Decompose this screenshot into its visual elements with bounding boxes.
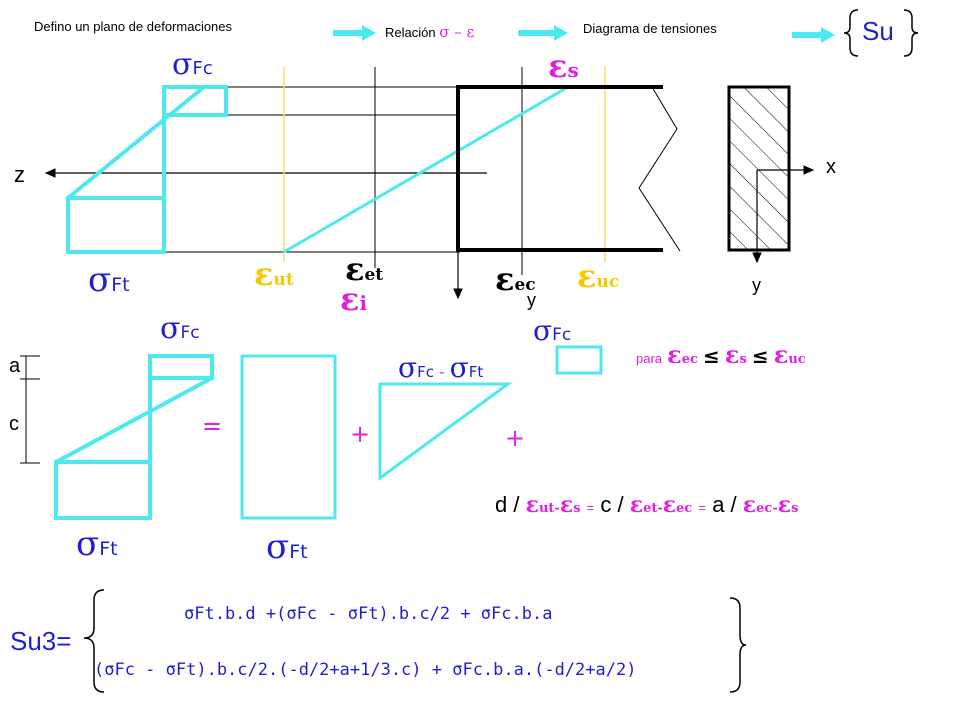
header-arrow-1	[333, 25, 376, 41]
sigma-ft-top: σFt	[88, 260, 130, 300]
eps-i-label: εi	[340, 280, 368, 318]
eps-s-label: εs	[548, 47, 579, 85]
plus-sign-1: +	[350, 420, 371, 448]
header-step-2-label: Relación	[385, 25, 436, 40]
formula-line-2: (σFc - σFt).b.c/2.(-d/2+a+1/3.c) + σFc.b…	[94, 660, 637, 680]
su-right-brace	[903, 9, 919, 57]
formula-line-1: σFt.b.d +(σFc - σFt).b.c/2 + σFc.b.a	[184, 604, 553, 624]
header-arrow-2	[518, 25, 568, 41]
formula-left-brace	[83, 589, 105, 693]
header-result-su: Su	[862, 16, 894, 46]
axis-z-label: z	[14, 162, 25, 187]
header-step-2: Relación σ – ε	[385, 23, 474, 41]
stress-block-triangle	[378, 382, 513, 481]
sigma-ft-uniform: σFt	[266, 527, 308, 567]
plus-sign-2: +	[505, 424, 526, 452]
sigma-diff-label: σFc - σFt	[398, 351, 484, 384]
stress-block-total	[54, 354, 214, 520]
axis-x-label: x	[826, 156, 836, 178]
strain-relation: d / εut-εs = c / εet-εec = a / εec-εs	[495, 492, 799, 518]
rel-a: a /	[712, 492, 737, 517]
formula-lhs: Su3=	[10, 626, 72, 656]
header-step-1: Defino un plano de deformaciones	[34, 19, 233, 34]
stress-block-uniform	[240, 354, 337, 520]
sigma-fc-top-block: σFc	[533, 314, 572, 347]
dim-c-label: c	[9, 413, 19, 435]
formula-right-brace	[729, 597, 747, 693]
sigma-ft-mid: σFt	[76, 524, 118, 564]
eps-ut-label: εut	[254, 255, 294, 293]
strain-plane-line	[283, 85, 569, 254]
axis-y2-label: y	[752, 275, 761, 295]
header-arrow-3	[792, 27, 835, 43]
eps-et-label: εet	[345, 250, 384, 288]
eps-ec-label: εec	[495, 260, 536, 298]
section-axes	[752, 165, 815, 264]
stress-diagram-top	[66, 85, 228, 254]
axis-y-label: y	[527, 290, 536, 310]
header-step-3: Diagrama de tensiones	[583, 21, 717, 36]
eps-uc-label: εuc	[577, 257, 620, 295]
header-step-2-symbol: σ – ε	[439, 23, 475, 41]
dim-a-label: a	[9, 355, 21, 377]
equals-sign: =	[202, 412, 223, 440]
beam-side-view	[456, 85, 681, 252]
dimension-marks	[20, 355, 40, 464]
sigma-fc-mid: σFc	[160, 311, 200, 346]
top-horizontal-guides	[164, 86, 663, 253]
condition-text: para εec ≤ εs ≤ εuc	[636, 340, 806, 369]
stress-block-top	[555, 345, 603, 375]
cross-section	[727, 85, 791, 252]
rel-d: d /	[495, 492, 520, 517]
sigma-fc-top: σFc	[172, 47, 213, 82]
rel-c: c /	[600, 492, 624, 517]
su-left-brace	[843, 9, 859, 57]
